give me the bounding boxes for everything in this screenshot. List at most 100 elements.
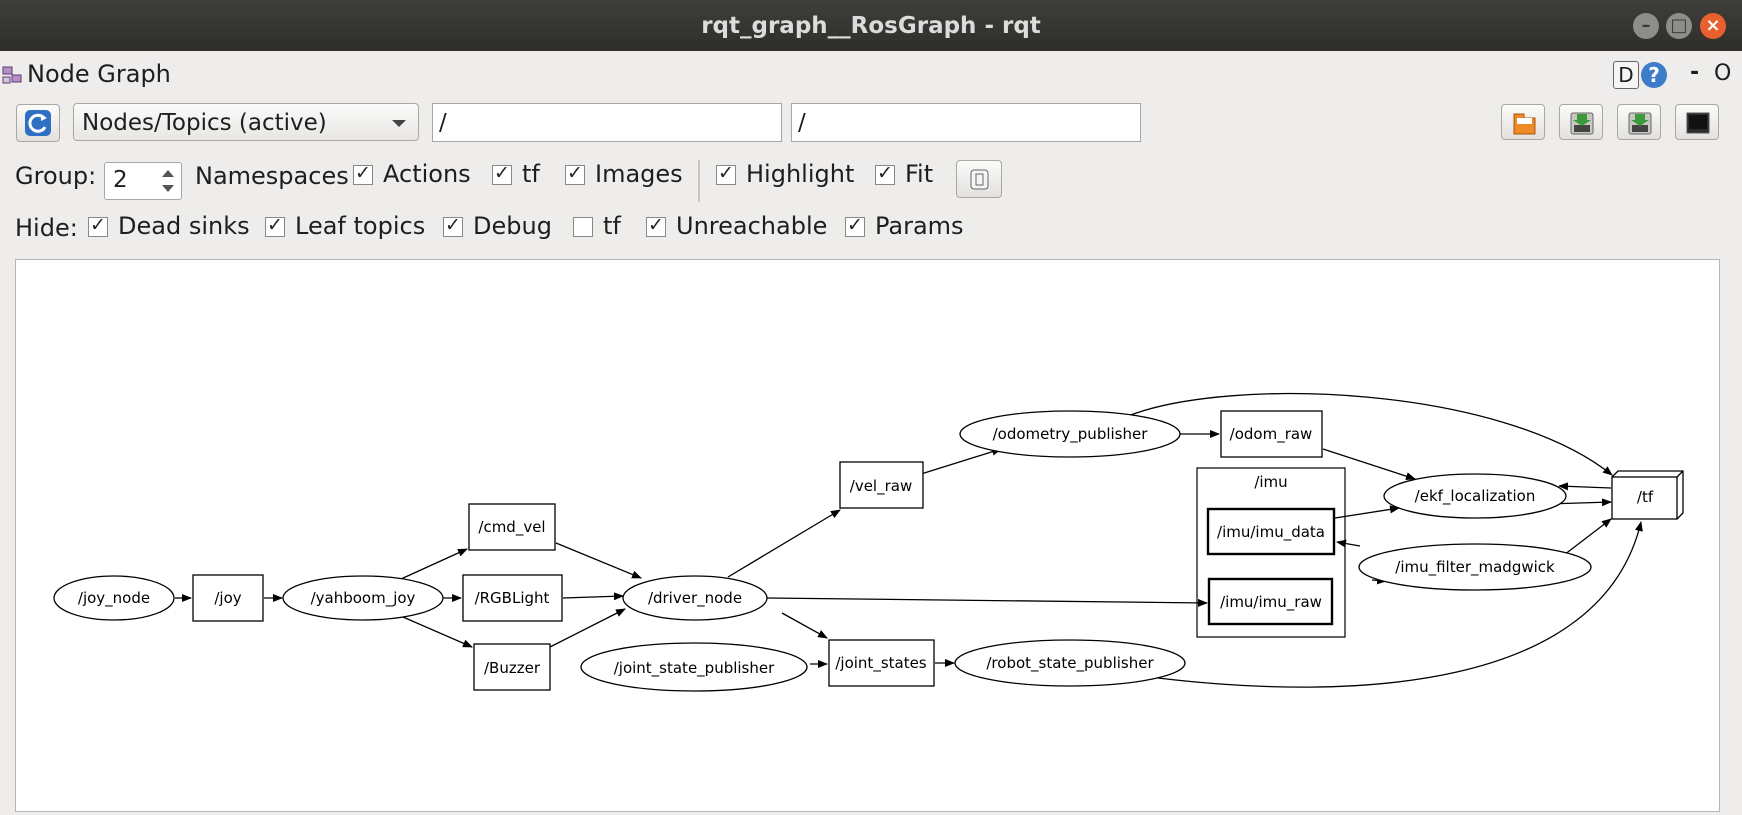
topic-odom-raw[interactable] — [1220, 410, 1323, 458]
hide-options-row: Hide: ✓ Dead sinks ✓ Leaf topics ✓ Debug… — [0, 212, 1742, 250]
spin-up-icon[interactable] — [162, 170, 174, 177]
topic-joy[interactable] — [192, 574, 264, 622]
edge — [549, 608, 626, 648]
topic-rgblight[interactable] — [462, 574, 563, 622]
load-dot-button[interactable] — [1501, 104, 1545, 140]
maximize-button[interactable]: □ — [1666, 13, 1692, 39]
node-filter-input[interactable] — [432, 103, 782, 142]
node-driver-node[interactable] — [622, 575, 768, 621]
edge — [1127, 392, 1613, 476]
checkmark-icon: ✓ — [355, 162, 371, 184]
topic-imu-data[interactable] — [1206, 507, 1336, 556]
checkmark-icon: ✓ — [267, 214, 283, 236]
imu-cluster-label: /imu — [1254, 473, 1287, 491]
edge — [781, 612, 828, 639]
chevron-down-icon — [392, 120, 406, 127]
debug-label: Debug — [473, 212, 552, 240]
close-icon: × — [1705, 15, 1721, 36]
node-yahboom-joy-label: /yahboom_joy — [311, 589, 416, 608]
minimize-button[interactable]: – — [1633, 13, 1659, 39]
save-dot-icon — [1570, 112, 1594, 135]
topic-filter-input[interactable] — [791, 103, 1141, 142]
tf-box-3d-edge — [1611, 470, 1684, 520]
screenshot-button[interactable] — [1675, 104, 1719, 140]
node-driver-node-label: /driver_node — [648, 589, 742, 608]
fit-in-view-button[interactable] — [956, 160, 1002, 198]
node-yahboom-joy[interactable] — [282, 575, 444, 621]
topic-buzzer-label: /Buzzer — [484, 659, 541, 677]
checkmark-icon: ✓ — [494, 162, 510, 184]
topic-tf[interactable] — [1611, 476, 1678, 520]
namespaces-label: Namespaces — [195, 162, 349, 190]
help-button[interactable]: ? — [1641, 62, 1667, 88]
fit-view-icon — [970, 169, 989, 190]
save-image-icon — [1628, 112, 1652, 135]
hide-tf-label: tf — [603, 212, 621, 240]
plugin-title: Node Graph — [27, 60, 171, 88]
minimize-icon: – — [1641, 15, 1651, 36]
highlight-label: Highlight — [746, 160, 855, 188]
group-value: 2 — [113, 167, 128, 193]
edge — [400, 548, 468, 580]
load-icon — [1513, 113, 1536, 135]
checkmark-icon: ✓ — [847, 214, 863, 236]
refresh-icon — [25, 110, 51, 136]
node-ekf-localization-label: /ekf_localization — [1415, 487, 1536, 506]
node-joint-state-publisher[interactable] — [580, 642, 808, 692]
graph-mode-select[interactable]: Nodes/Topics (active) — [73, 103, 419, 141]
node-joint-state-publisher-label: /joint_state_publisher — [614, 659, 775, 678]
plugin-header: Node Graph D ? - O — [0, 56, 1742, 92]
group-label: Group: — [15, 162, 97, 190]
edge — [1322, 448, 1416, 481]
edge — [766, 597, 1208, 607]
save-dot-button[interactable] — [1559, 104, 1603, 140]
checkmark-icon: ✓ — [648, 214, 664, 236]
topic-joint-states[interactable] — [828, 639, 935, 687]
topic-buzzer[interactable] — [473, 643, 551, 691]
topic-imu-data-label: /imu/imu_data — [1217, 523, 1325, 542]
edge — [555, 542, 642, 579]
group-tf-label: tf — [522, 160, 540, 188]
checkmark-icon: ✓ — [567, 162, 583, 184]
node-graph-icon — [2, 66, 22, 84]
dock-button[interactable]: D — [1613, 61, 1639, 89]
checkmark-icon: ✓ — [90, 214, 106, 236]
topic-vel-raw-label: /vel_raw — [850, 477, 912, 496]
node-robot-state-publisher-label: /robot_state_publisher — [986, 654, 1154, 673]
edge — [727, 509, 841, 578]
close-button[interactable]: × — [1700, 13, 1726, 39]
close-plugin-button[interactable]: O — [1714, 61, 1732, 86]
edge — [562, 592, 624, 601]
node-robot-state-publisher[interactable] — [954, 639, 1186, 687]
node-imu-filter-madgwick-label: /imu_filter_madgwick — [1395, 558, 1555, 577]
group-spinbox[interactable]: 2 — [104, 162, 182, 200]
hide-label: Hide: — [15, 214, 78, 242]
node-ekf-localization[interactable] — [1383, 473, 1567, 519]
topic-rgblight-label: /RGBLight — [475, 589, 550, 607]
checkmark-icon: ✓ — [445, 214, 461, 236]
topic-imu-raw[interactable] — [1207, 577, 1334, 626]
unreachable-label: Unreachable — [676, 212, 828, 240]
images-label: Images — [595, 160, 683, 188]
topic-imu-raw-label: /imu/imu_raw — [1220, 593, 1322, 612]
node-joy-node[interactable] — [53, 575, 175, 621]
checkmark-icon: ✓ — [718, 162, 734, 184]
screenshot-icon — [1686, 112, 1710, 134]
group-options-row: Group: 2 Namespaces ✓ Actions ✓ tf ✓ Ima… — [0, 160, 1742, 202]
node-odometry-publisher-label: /odometry_publisher — [993, 425, 1149, 444]
refresh-button[interactable] — [16, 104, 60, 142]
spin-down-icon[interactable] — [162, 185, 174, 192]
leaf-topics-label: Leaf topics — [295, 212, 426, 240]
save-image-button[interactable] — [1617, 104, 1661, 140]
ros-graph[interactable]: /imu /joy_node /joy /yah — [16, 260, 1720, 812]
topic-vel-raw[interactable] — [839, 461, 924, 509]
graph-canvas[interactable]: /imu /joy_node /joy /yah — [15, 259, 1720, 812]
checkmark-icon: ✓ — [877, 162, 893, 184]
node-odometry-publisher[interactable] — [959, 410, 1181, 458]
topic-odom-raw-label: /odom_raw — [1230, 425, 1313, 444]
topic-cmd-vel[interactable] — [468, 503, 556, 551]
node-imu-filter-madgwick[interactable] — [1358, 543, 1592, 591]
graph-mode-value: Nodes/Topics (active) — [82, 110, 327, 136]
minimize-plugin-button[interactable]: - — [1690, 60, 1700, 85]
edge — [1336, 539, 1361, 548]
